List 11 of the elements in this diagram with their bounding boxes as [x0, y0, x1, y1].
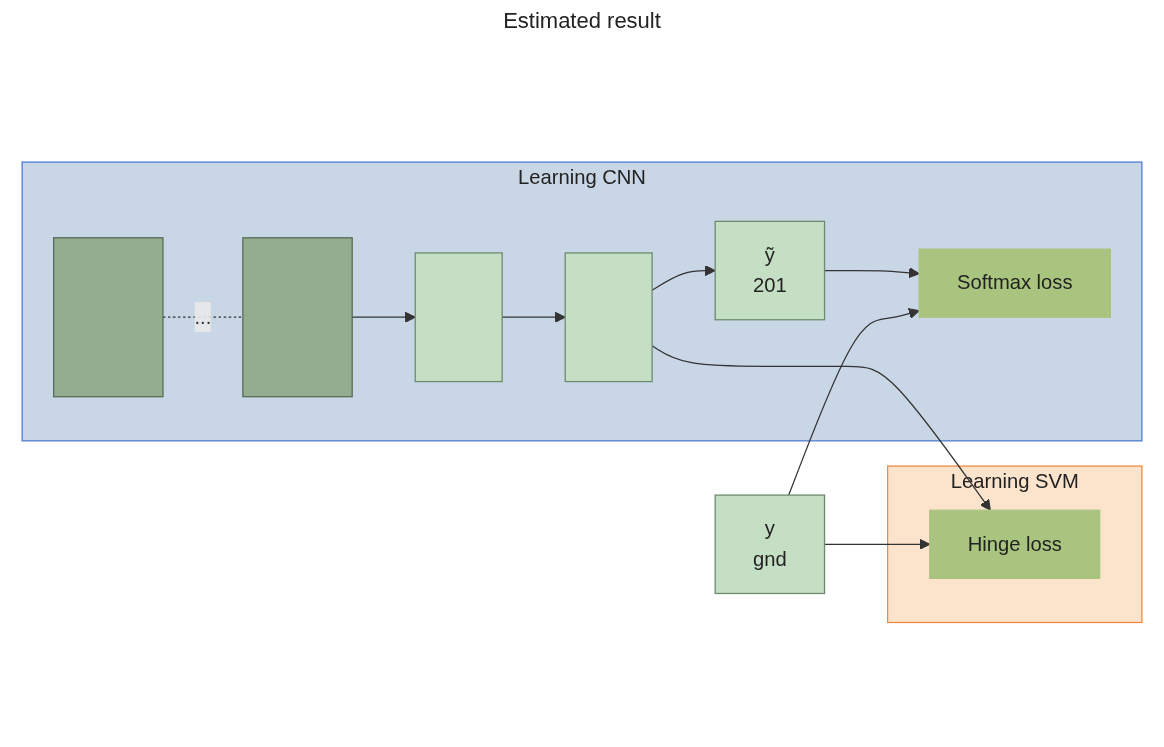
- node-bar: [414, 252, 503, 383]
- node-box: y gnd: [714, 494, 826, 595]
- node-box: ỹ 201: [714, 220, 826, 321]
- node-box: Hinge loss: [929, 509, 1101, 580]
- node-picture: [242, 237, 353, 398]
- edge-label: ...: [194, 306, 212, 328]
- node-box: Softmax loss: [918, 248, 1111, 319]
- node-picture: [53, 237, 164, 398]
- annotation-text: Estimated result: [503, 8, 661, 33]
- node-bar: [564, 252, 653, 383]
- arrow: [788, 308, 920, 496]
